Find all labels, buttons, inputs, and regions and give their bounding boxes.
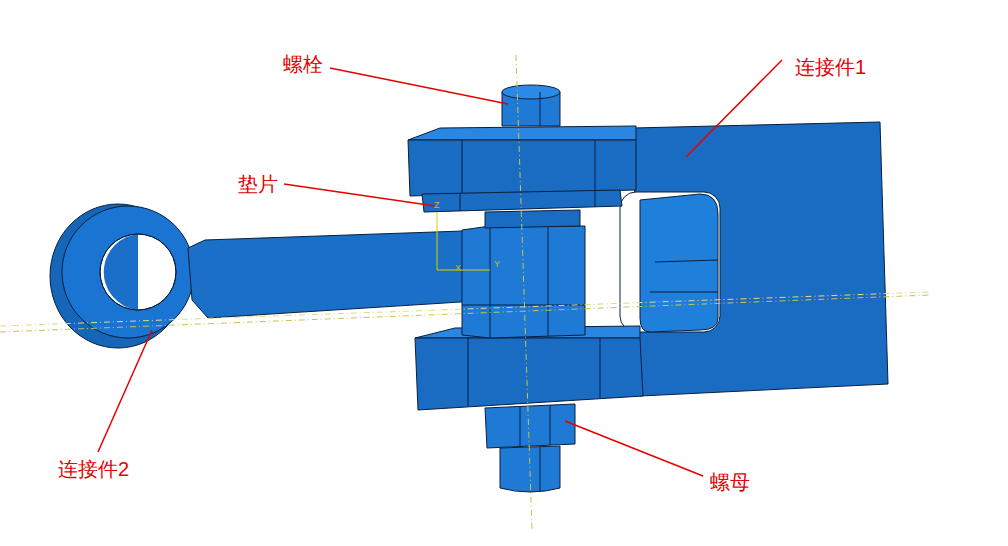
axis-label: X [455, 263, 461, 274]
upper-arm [408, 140, 636, 196]
ring-hole [100, 234, 176, 310]
leader-line [284, 184, 435, 206]
leader-line [686, 60, 782, 157]
upper-arm-top [408, 126, 636, 140]
part-label: 螺栓 [283, 52, 323, 76]
axis-triad [437, 212, 490, 270]
part-label: 螺母 [710, 470, 750, 494]
rod [188, 230, 492, 318]
leader-line [565, 421, 703, 476]
axis-label: Y [494, 259, 500, 270]
ring-face [62, 206, 194, 338]
clevis-body [633, 122, 888, 396]
washer [422, 190, 622, 212]
leader-line [330, 68, 508, 104]
part-label: 连接件2 [58, 457, 129, 481]
axis-label: Z [434, 200, 440, 211]
part-label: 垫片 [238, 172, 278, 196]
leader-line [98, 330, 152, 452]
part-label: 连接件1 [795, 55, 866, 79]
nut [485, 404, 575, 448]
axis-line [516, 55, 532, 530]
axis-line [0, 295, 930, 332]
bolt-shank [462, 226, 585, 338]
lower-arm [415, 338, 643, 410]
